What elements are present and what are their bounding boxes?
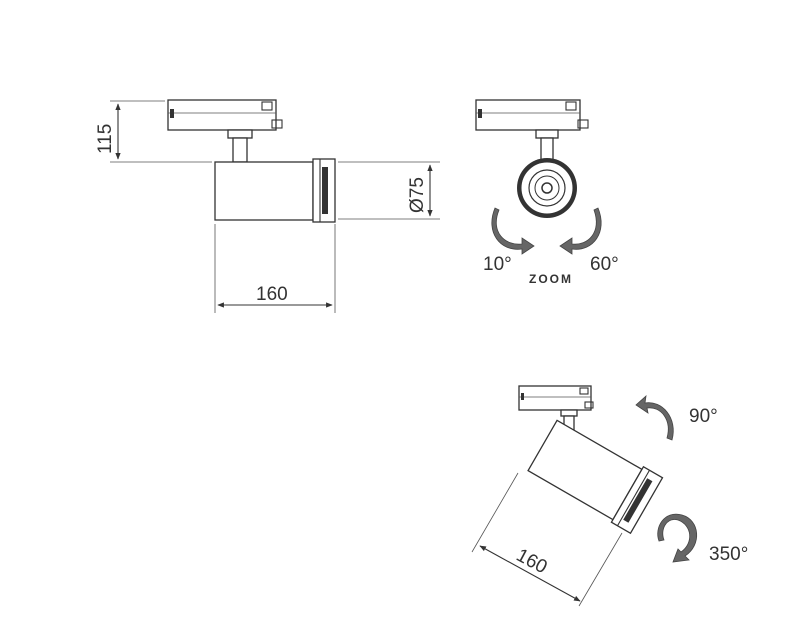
tilted-view: 160 90° 350°	[471, 385, 748, 607]
tilted-length-dimension: 160	[513, 545, 551, 578]
stem-connector	[227, 129, 253, 139]
front-stem	[540, 137, 554, 161]
length-dimension: 160	[256, 284, 288, 305]
tilt-arrow-icon	[635, 394, 674, 441]
zoom-left-arrow-icon	[491, 207, 535, 255]
tilted-length-dimension-line	[479, 545, 581, 602]
front-view: 10° 60° ZOOM	[475, 99, 619, 286]
zoom-min-label: 10°	[483, 254, 512, 275]
stem	[232, 137, 248, 163]
zoom-right-arrow-icon	[559, 207, 602, 255]
rotation-arrow-icon	[657, 513, 698, 563]
spotlight-body	[214, 161, 314, 221]
rotation-angle-label: 350°	[709, 544, 748, 565]
side-view: 115 Ø75 160	[95, 99, 440, 313]
tilted-body-group	[527, 419, 664, 535]
front-track-adapter	[475, 99, 581, 131]
front-lens-center	[541, 182, 553, 194]
zoom-label: ZOOM	[529, 272, 573, 286]
height-dimension: 115	[95, 124, 116, 154]
diameter-dimension: Ø75	[407, 177, 428, 213]
tilted-track-adapter	[518, 385, 592, 411]
zoom-max-label: 60°	[590, 254, 619, 275]
track-adapter	[167, 99, 277, 131]
knurled-grip	[322, 167, 328, 214]
tilt-angle-label: 90°	[689, 406, 718, 427]
tilted-knurled-grip	[623, 478, 653, 523]
